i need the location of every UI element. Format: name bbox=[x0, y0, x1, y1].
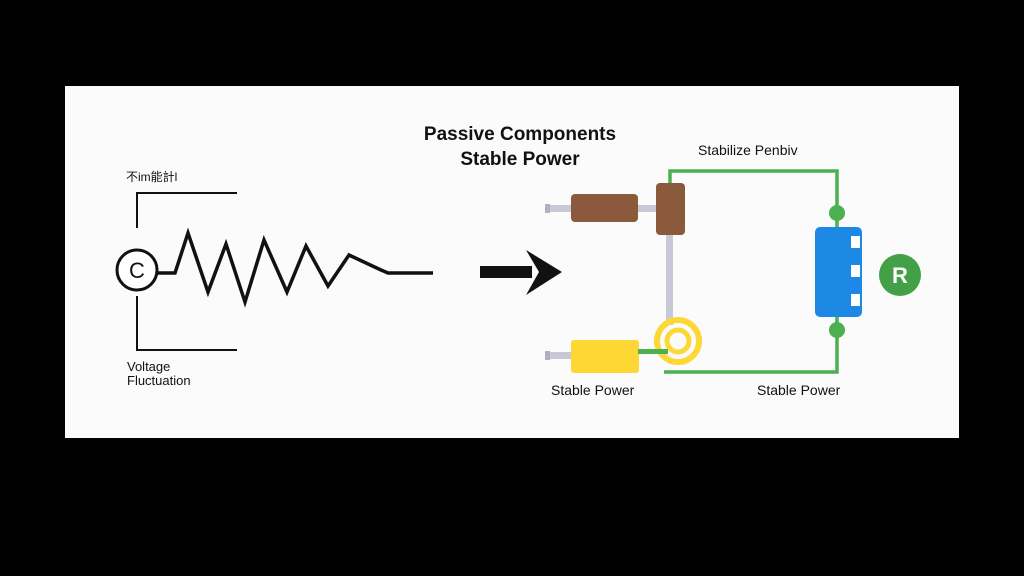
brown-resistor bbox=[571, 194, 638, 222]
capacitor-letter: C bbox=[129, 258, 145, 283]
stable-power-label-right: Stable Power bbox=[757, 382, 841, 398]
resistor-letter: R bbox=[892, 263, 908, 288]
resistor-left-lead bbox=[545, 205, 573, 212]
green-node-top bbox=[829, 205, 845, 221]
title-line-2: Stable Power bbox=[460, 149, 580, 170]
voltage-fluctuation-label: Voltage Fluctuation bbox=[127, 360, 191, 388]
title-line-1: Passive Components bbox=[423, 124, 617, 145]
capacitor-symbol-circle bbox=[115, 248, 159, 292]
green-node-bottom bbox=[829, 322, 845, 338]
voltage-label-line-2: Fluctuation bbox=[127, 373, 191, 388]
voltage-label-line-1: Voltage bbox=[127, 359, 171, 374]
capacitor-left-lead bbox=[545, 352, 573, 359]
resistor-badge bbox=[879, 254, 921, 296]
diagram-title: Passive Components Stable Power bbox=[413, 122, 627, 172]
voltage-fluctuation-circuit bbox=[115, 192, 433, 351]
yellow-coil bbox=[638, 317, 702, 365]
stable-circuit bbox=[545, 169, 921, 374]
transform-arrow bbox=[480, 250, 562, 295]
left-top-wire bbox=[136, 192, 237, 228]
diagram-panel bbox=[65, 86, 959, 438]
gray-connector-vertical bbox=[666, 230, 673, 325]
brown-terminal-block bbox=[656, 183, 685, 235]
stable-power-label-left: Stable Power bbox=[551, 382, 635, 398]
fluctuation-waveform bbox=[157, 227, 433, 308]
yellow-capacitor bbox=[571, 340, 639, 373]
left-bottom-wire bbox=[136, 296, 237, 351]
left-top-label: 不im能計l bbox=[126, 170, 178, 184]
resistor-middle-lead bbox=[636, 205, 658, 212]
stabilize-label: Stabilize Penbiv bbox=[698, 142, 798, 158]
blue-module bbox=[815, 227, 862, 317]
